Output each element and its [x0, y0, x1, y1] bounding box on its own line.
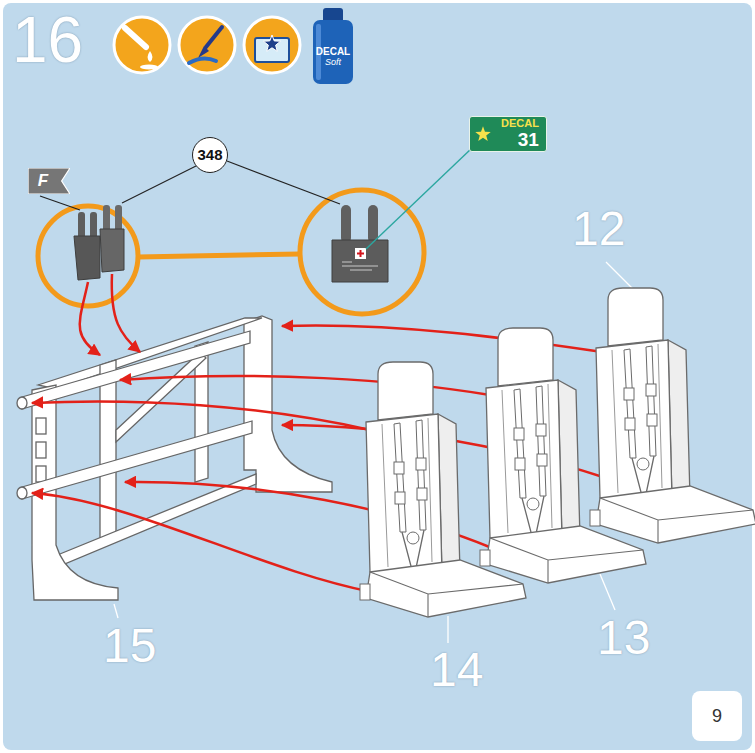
- frame-part: [17, 316, 332, 600]
- frame-part-part: [17, 397, 27, 409]
- leader-lines-part: [40, 196, 80, 210]
- assembly-arrows-part: [32, 493, 372, 592]
- part-348-brackets-part: [342, 262, 378, 270]
- zoom-callouts-part: [300, 190, 424, 314]
- assembly-arrows-part: [112, 274, 140, 352]
- node-text-group: 348: [197, 147, 222, 163]
- tool-icons-part: [140, 65, 158, 70]
- assembly-arrows-part: [282, 325, 602, 352]
- zoom-callouts-part: [38, 206, 138, 306]
- assembly-arrows-part: [32, 401, 370, 430]
- part-number: 12: [572, 205, 625, 253]
- leader-lines-part: [600, 574, 615, 610]
- part-348-brackets-part: [355, 248, 366, 259]
- frame-part-part: [55, 474, 256, 568]
- part-348-brackets-part: [100, 229, 124, 272]
- node-text: 348: [197, 147, 222, 163]
- node-text-group: F: [38, 172, 48, 190]
- tool-icons: [114, 17, 300, 73]
- part-number-circle: 348: [192, 137, 228, 173]
- assembly-arrows-part: [80, 282, 100, 355]
- zoom-callouts: [38, 190, 424, 314]
- tool-icons-part: [263, 35, 280, 51]
- step-number: 16: [12, 8, 83, 72]
- decal-softener-bottle: [313, 8, 353, 84]
- part-348-brackets-part: [368, 205, 378, 243]
- seats-part: [480, 328, 646, 583]
- part-number: 13: [597, 614, 650, 662]
- frame-part-part: [244, 316, 332, 492]
- seats-part: [590, 288, 755, 543]
- part-number: 15: [103, 622, 156, 670]
- star-shape: [475, 126, 490, 141]
- part-348-brackets-part: [332, 240, 388, 282]
- leader-lines-part: [366, 148, 472, 249]
- node-text: DECAL: [501, 118, 539, 130]
- node-text: 9: [712, 707, 722, 726]
- frame-part-part: [36, 466, 46, 482]
- node-text-group: DECAL31: [501, 118, 539, 149]
- node-text: 31: [518, 130, 539, 150]
- node-text: F: [38, 172, 48, 190]
- zoom-callouts-part: [138, 254, 300, 257]
- tool-icons-part: [125, 28, 146, 47]
- page-number-box: 9: [692, 691, 742, 741]
- leader-lines-part: [114, 604, 118, 618]
- tool-icons-part: [114, 17, 170, 73]
- decal-tag: DECAL31: [469, 116, 547, 152]
- leader-lines-part: [447, 616, 448, 643]
- decal-softener-bottle-part: [313, 20, 353, 84]
- star-symbol: [474, 125, 492, 143]
- flag-tag: F: [28, 168, 70, 194]
- frame-part-part: [36, 418, 46, 434]
- part-348-brackets-part: [74, 236, 100, 280]
- tool-icons-part: [244, 17, 300, 73]
- part-number: 14: [430, 646, 483, 694]
- part-348-brackets: [74, 205, 388, 282]
- tool-icons-part: [198, 46, 209, 58]
- tool-icons-part: [179, 17, 235, 73]
- frame-part-part: [36, 442, 46, 458]
- frame-part-part: [17, 487, 27, 499]
- leader-lines-part: [122, 166, 196, 203]
- seats-part: [360, 362, 526, 617]
- node-text-group: DECALSoft: [316, 47, 350, 67]
- node-text: DECAL: [316, 47, 350, 58]
- frame-part-part: [100, 360, 116, 540]
- bottle-label: DECALSoft: [313, 40, 353, 74]
- tool-icons-part: [189, 58, 216, 63]
- flag-shape: [28, 168, 70, 194]
- node-text: Soft: [325, 58, 341, 67]
- leader-lines-part: [227, 161, 340, 204]
- seats: [360, 288, 755, 617]
- tool-icons-part: [148, 51, 153, 62]
- tool-icons-part: [206, 27, 222, 47]
- frame-part-part: [22, 421, 252, 499]
- part-348-brackets-part: [357, 250, 364, 257]
- part-348-brackets-part: [341, 205, 351, 243]
- assembly-arrows-part: [120, 376, 490, 395]
- frame-part-part: [22, 331, 250, 409]
- flag-outline: [28, 168, 70, 194]
- node-text-group: 9: [712, 707, 722, 726]
